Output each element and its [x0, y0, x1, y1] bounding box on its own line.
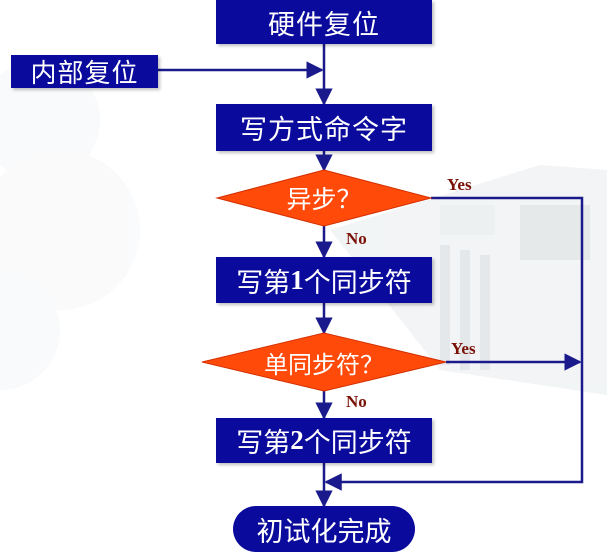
node-internal-reset-label: 内部复位: [30, 59, 139, 89]
decision-async-text: 异步？: [286, 185, 362, 214]
background-decor-circles: [0, 60, 140, 390]
label-async-yes: Yes: [447, 175, 472, 194]
node-hardware-reset: 硬件复位: [216, 0, 432, 44]
label-single-yes: Yes: [451, 339, 476, 358]
arrow-async-yes-path: [324, 196, 584, 491]
node-write-sync2-num: 2: [290, 425, 304, 455]
decision-single-sync-shape: [201, 332, 447, 392]
node-write-mode: 写方式命令字: [216, 104, 432, 151]
node-hardware-reset-label: 硬件复位: [268, 9, 380, 41]
node-init-done: 初试化完成: [233, 506, 415, 552]
background-motherboard-image: [330, 165, 607, 395]
node-init-done-label: 初试化完成: [256, 516, 392, 548]
label-async-no: No: [346, 229, 367, 248]
node-write-sync1-num: 1: [290, 264, 304, 295]
node-write-sync2-pre: 写第: [236, 428, 291, 459]
node-internal-reset: 内部复位: [11, 55, 158, 89]
node-write-sync1-pre: 写第: [236, 267, 291, 299]
decision-async-shape: [215, 169, 433, 227]
decision-single-sync-text: 单同步符？: [264, 350, 384, 379]
connectors: [158, 44, 584, 508]
label-single-no: No: [346, 392, 367, 411]
node-write-mode-label: 写方式命令字: [240, 115, 408, 146]
node-write-sync2-post: 个同步符: [303, 428, 412, 459]
node-write-sync1-post: 个同步符: [303, 267, 412, 299]
